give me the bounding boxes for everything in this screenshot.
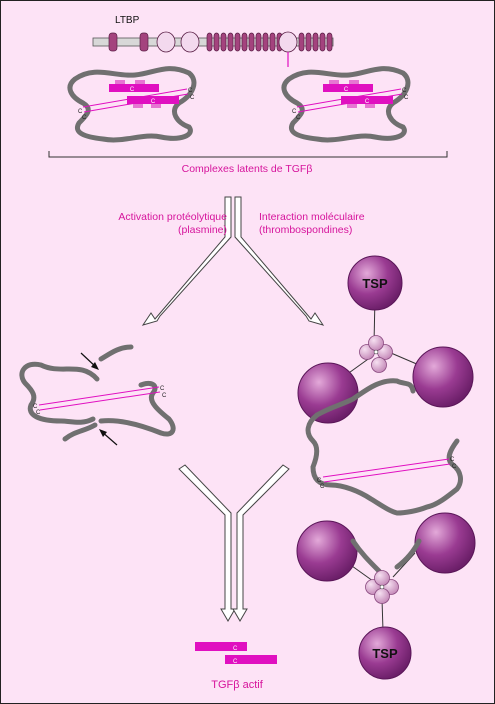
ltbp-egf-domain	[255, 32, 262, 52]
tsp-sphere	[358, 626, 412, 680]
ltbp-egf-domain	[298, 32, 305, 52]
svg-text:C: C	[233, 646, 238, 652]
ltbp-egf-domain	[248, 32, 255, 52]
svg-text:C: C	[162, 393, 167, 399]
tsp-label: TSP	[362, 276, 388, 291]
ltbp-label: LTBP	[115, 15, 140, 26]
active-tgf-caption: TGFβ actif	[211, 679, 263, 691]
svg-text:C: C	[320, 484, 325, 490]
interaction-label: Interaction moléculaire (thrombospondine…	[259, 211, 365, 236]
merge-arrows	[178, 464, 290, 622]
ltbp-egf-domain	[220, 32, 227, 52]
tsp-sphere	[347, 255, 403, 311]
svg-text:C: C	[160, 386, 165, 392]
latent-complex-left	[70, 69, 195, 140]
arrow-merge-right	[232, 464, 290, 622]
ltbp-egf-domain	[319, 32, 326, 52]
svg-text:C: C	[317, 478, 322, 484]
branch-arrows	[141, 196, 325, 326]
tsp-interaction: TSP C C C C T	[296, 255, 476, 680]
ltbp-egf-domain	[234, 32, 241, 52]
tsp-label: TSP	[372, 646, 398, 661]
svg-text:C: C	[36, 410, 41, 416]
ltbp-egf-domain	[241, 32, 248, 52]
complexes-caption: Complexes latents de TGFβ	[181, 163, 313, 175]
tsp-sphere	[296, 520, 358, 582]
cleaved-complex: C C C C	[19, 344, 176, 446]
svg-text:C: C	[233, 659, 238, 665]
ltbp-molecule	[92, 31, 334, 67]
activation-label: Activation protéolytique (plasmine)	[118, 211, 227, 236]
svg-text:C: C	[33, 404, 38, 410]
ltbp-egf-domain	[227, 32, 234, 52]
ltbp-egf-domain	[213, 32, 220, 52]
ltbp-egf-domain	[312, 32, 319, 52]
arrow-merge-left	[178, 464, 236, 622]
ltbp-domain	[108, 32, 118, 52]
svg-text:C: C	[450, 457, 455, 463]
ltbp-egf-domain	[262, 32, 269, 52]
active-tgf-beta: C C	[195, 642, 277, 665]
ltbp-egf-domain	[305, 32, 312, 52]
arrow-molecular	[234, 196, 325, 326]
arrow-proteolytic	[141, 196, 232, 326]
ltbp-egf-domain	[269, 32, 276, 52]
tsp-sphere	[412, 346, 474, 408]
complexes-bracket	[48, 151, 448, 158]
tsp-sphere	[297, 362, 359, 424]
ltbp-egf-domain	[326, 32, 333, 52]
ltbp-domain	[139, 32, 149, 52]
ltbp-domain	[156, 31, 176, 53]
svg-text:C: C	[452, 464, 457, 470]
latent-complex-right	[284, 69, 409, 140]
ltbp-domain	[278, 31, 298, 53]
tsp-sphere	[414, 512, 476, 574]
ltbp-domain	[180, 31, 200, 53]
ltbp-egf-domain	[206, 32, 213, 52]
